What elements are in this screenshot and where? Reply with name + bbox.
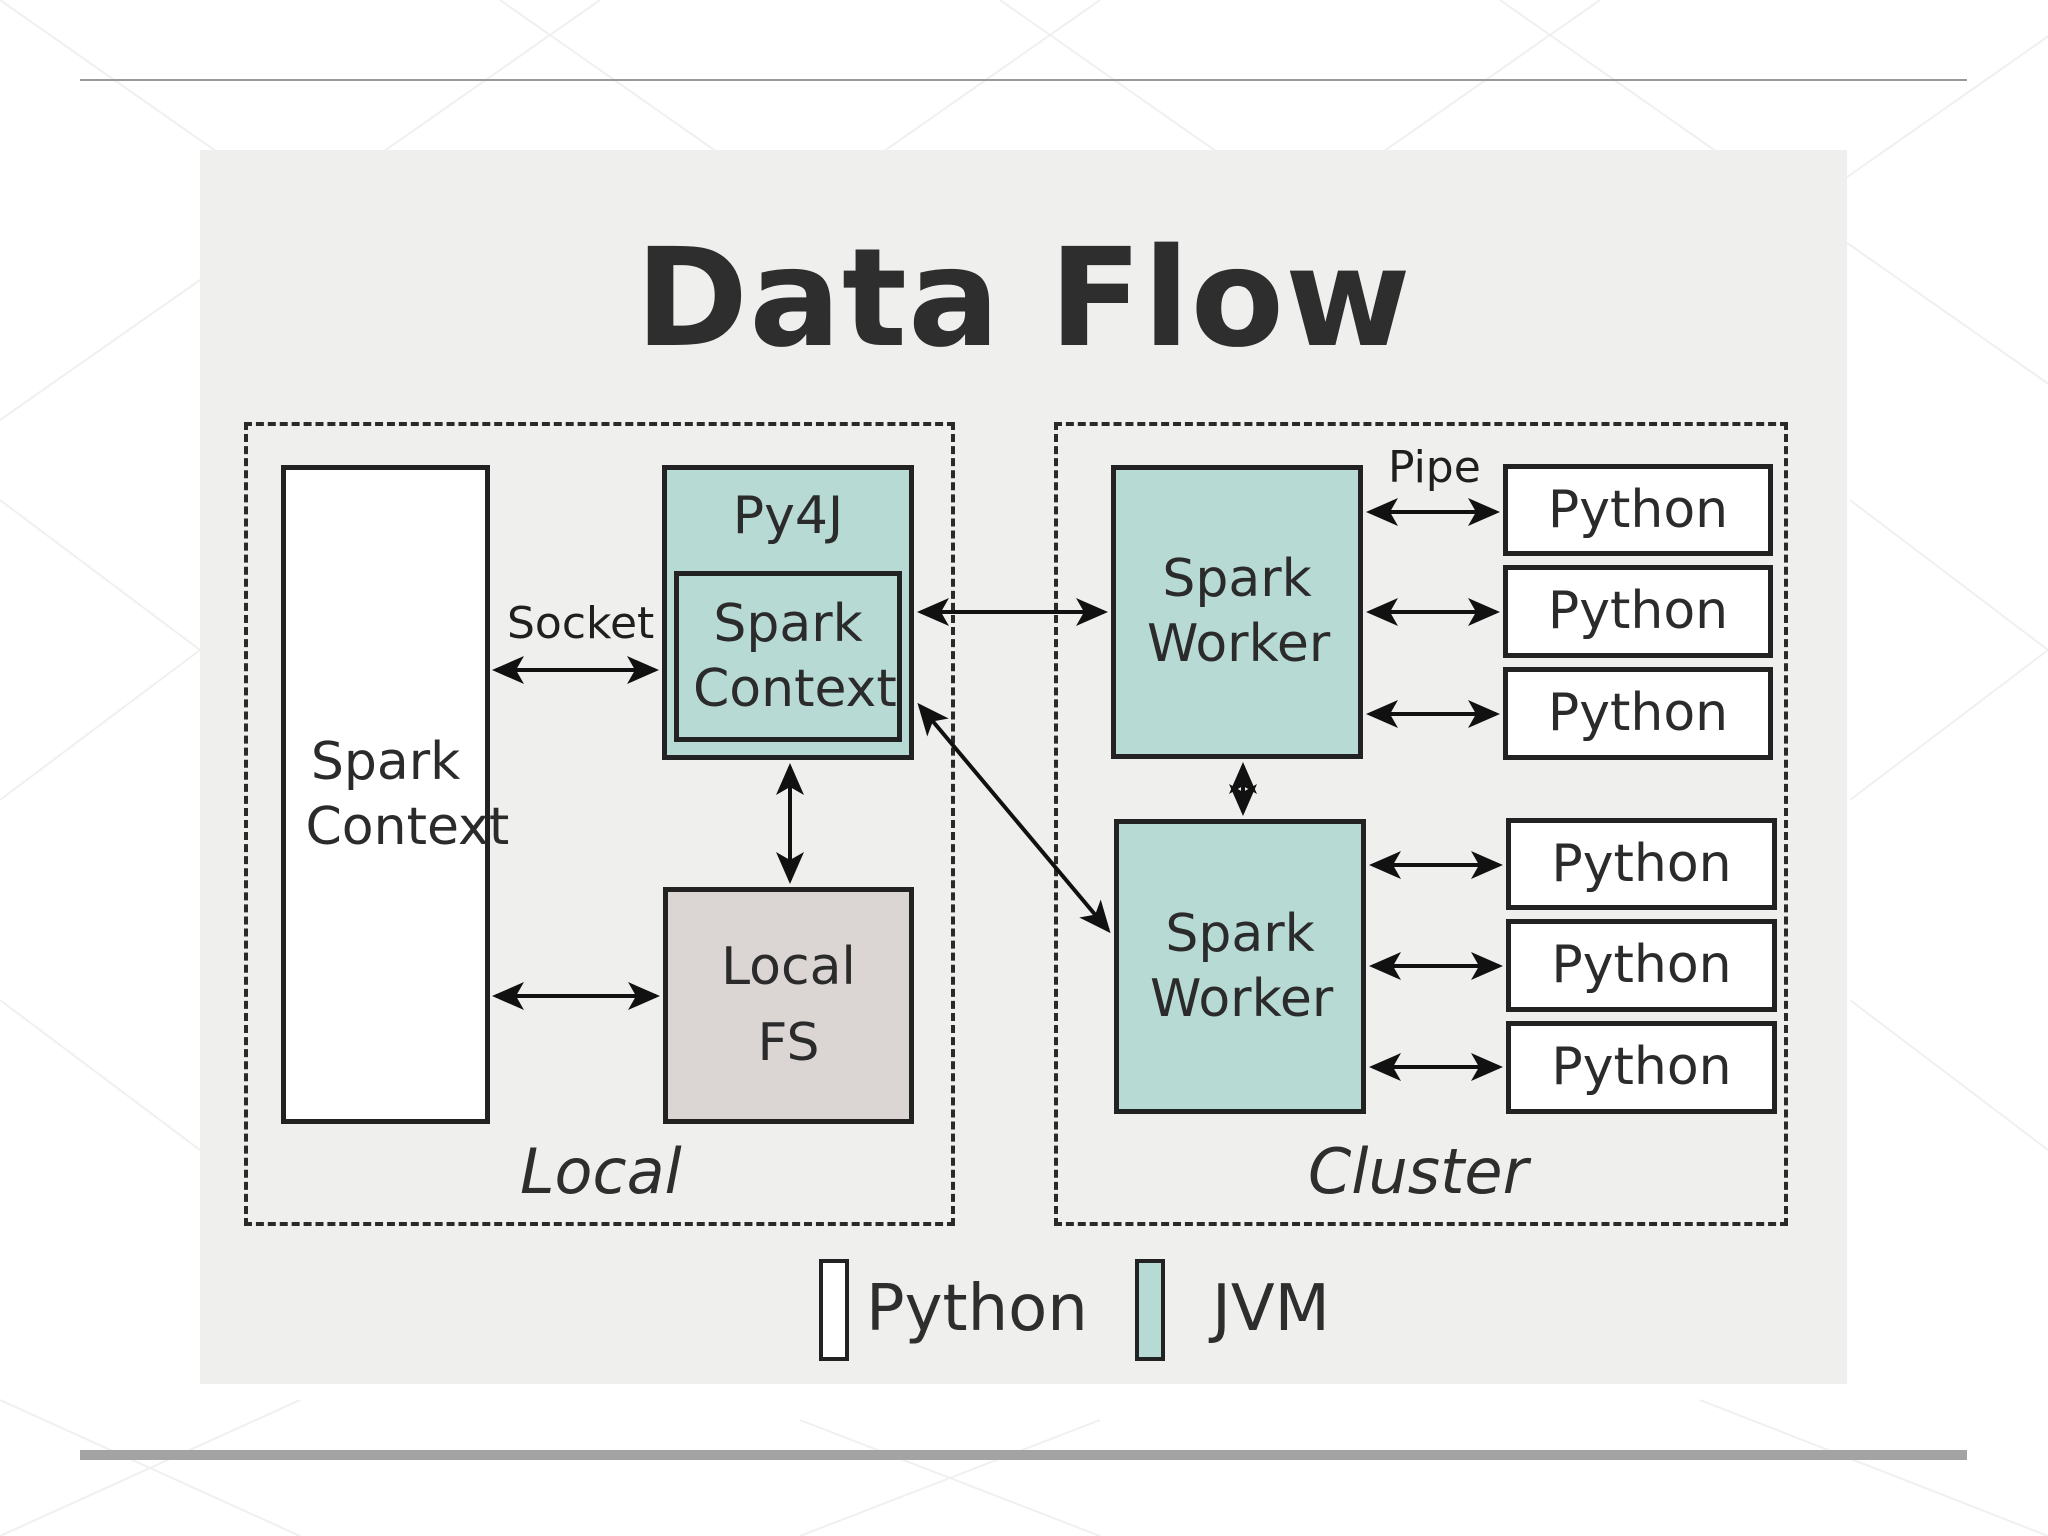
spark-worker-1-box: Spark Worker: [1111, 465, 1363, 759]
python-process-box: Python: [1506, 818, 1777, 910]
cluster-group-label: Cluster: [1308, 1135, 1529, 1208]
local-group-label: Local: [520, 1135, 682, 1208]
python-process-box: Python: [1503, 464, 1773, 556]
py4j-label: Py4J: [732, 486, 844, 546]
bottom-divider: [80, 1450, 1967, 1460]
local-fs-label: Local FS: [721, 937, 856, 1073]
pipe-label: Pipe: [1388, 442, 1481, 493]
legend-jvm-label: JVM: [1212, 1272, 1330, 1346]
top-divider: [80, 79, 1967, 81]
spark-worker-2-box: Spark Worker: [1114, 819, 1366, 1114]
python-process-label: Python: [1547, 683, 1729, 743]
diagram-title: Data Flow: [635, 220, 1412, 378]
jvm-spark-context-label: Spark Context: [693, 593, 897, 719]
socket-label: Socket: [507, 598, 655, 649]
jvm-spark-context-box: Spark Context: [674, 571, 902, 742]
python-process-label: Python: [1547, 581, 1729, 641]
local-fs-box: Local FS: [663, 887, 914, 1124]
python-process-label: Python: [1547, 479, 1729, 540]
python-process-label: Python: [1551, 1037, 1732, 1097]
context-to-worker-2-arrow: [917, 702, 1111, 934]
python-process-label: Python: [1551, 935, 1732, 995]
python-spark-context-box: Spark Context: [281, 465, 509, 1124]
python-process-box: Python: [1506, 1021, 1777, 1114]
python-process-box: Python: [1503, 565, 1773, 658]
spark-worker-1-label: Spark Worker: [1147, 549, 1331, 674]
spark-worker-2-label: Spark Worker: [1150, 903, 1334, 1029]
python-process-box: Python: [1503, 667, 1773, 760]
legend-python-swatch: [819, 1259, 849, 1361]
python-process-label: Python: [1551, 833, 1732, 894]
legend-jvm-swatch: [1135, 1259, 1165, 1361]
legend-python-label: Python: [866, 1272, 1088, 1346]
python-process-box: Python: [1506, 919, 1777, 1012]
